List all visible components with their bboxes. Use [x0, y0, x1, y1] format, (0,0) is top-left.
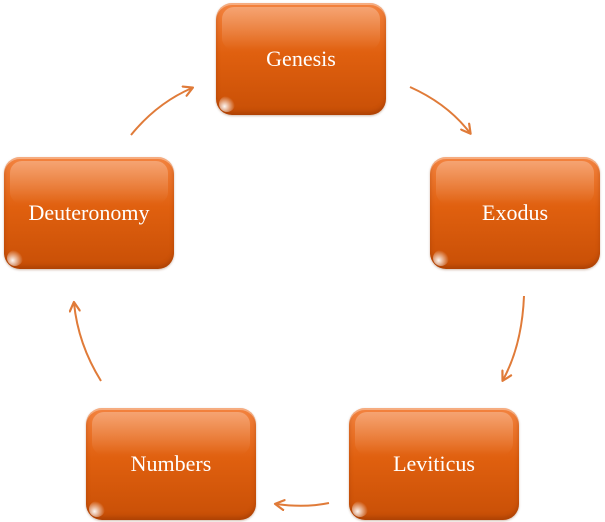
arrow-leviticus-to-numbers [276, 503, 330, 506]
node-deuteronomy: Deuteronomy [4, 157, 174, 269]
node-genesis: Genesis [216, 3, 386, 115]
arrow-deuteronomy-to-genesis [130, 88, 192, 136]
node-genesis-label: Genesis [266, 46, 336, 71]
node-leviticus: Leviticus [349, 408, 519, 520]
arrow-exodus-to-leviticus [503, 295, 525, 380]
node-exodus-label: Exodus [482, 200, 548, 225]
node-numbers-label: Numbers [130, 451, 212, 476]
node-exodus: Exodus [430, 157, 600, 269]
node-deuteronomy-label: Deuteronomy [28, 200, 150, 225]
node-numbers: Numbers [86, 408, 256, 520]
arrow-numbers-to-deuteronomy [74, 303, 102, 382]
arrow-genesis-to-exodus [409, 86, 470, 133]
node-leviticus-label: Leviticus [393, 451, 475, 476]
